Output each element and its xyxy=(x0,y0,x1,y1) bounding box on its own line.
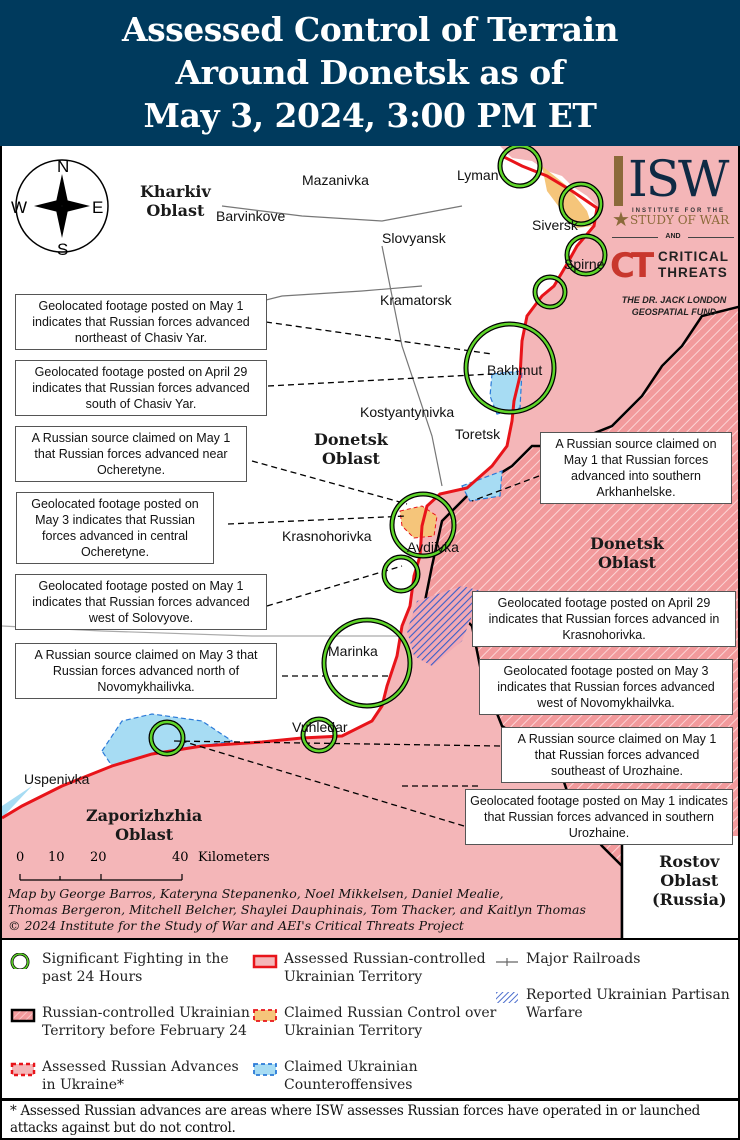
orange-dashed-icon xyxy=(253,1009,277,1022)
callout-leaders xyxy=(171,321,540,827)
title-line-2: Around Donetsk as of xyxy=(175,53,566,92)
partisan-warfare-area xyxy=(407,586,482,666)
place-spirne: Spirne xyxy=(564,256,605,272)
blue-hatched-icon xyxy=(496,992,518,1003)
isw-wordmark: ISW xyxy=(628,150,729,208)
svg-text:N: N xyxy=(57,157,69,176)
place-toretsk: Toretsk xyxy=(455,426,501,442)
star-icon: ★ xyxy=(612,209,630,231)
ct-logo-icon: CT xyxy=(610,246,654,286)
legend-item-fighting: Significant Fighting in the past 24 Hour… xyxy=(10,950,240,986)
place-lyman: Lyman xyxy=(457,167,499,183)
title-line-3: May 3, 2024, 3:00 PM ET xyxy=(143,96,597,135)
red-dashed-pink-icon xyxy=(10,1062,36,1077)
callout-chasiv-yar-northeast: Geolocated footage posted on May 1 indic… xyxy=(15,294,267,350)
callout-chasiv-yar-south: Geolocated footage posted on April 29 in… xyxy=(15,360,267,416)
isw-ct-logo: ISW ★ INSTITUTE FOR THE STUDY OF WAR AND… xyxy=(608,150,738,320)
place-bakhmut: Bakhmut xyxy=(487,362,543,378)
callout-krasnohorivka: Geolocated footage posted on April 29 in… xyxy=(472,591,736,647)
place-vuhledar: Vuhledar xyxy=(292,719,348,735)
svg-text:E: E xyxy=(92,198,103,217)
claimed-russian-area xyxy=(399,505,438,539)
svg-text:W: W xyxy=(11,198,27,217)
callout-novomykhailivka-north: A Russian source claimed on May 3 that R… xyxy=(15,643,277,699)
footnote: * Assessed Russian advances are areas wh… xyxy=(0,1100,740,1140)
place-uspenivka: Uspenivka xyxy=(24,771,90,787)
legend-item-claimed-russian: Claimed Russian Control over Ukrainian T… xyxy=(252,1004,502,1040)
legend-item-russian-advances: Assessed Russian Advances in Ukraine* xyxy=(10,1058,250,1094)
legend-item-russian-controlled: Assessed Russian-controlled Ukrainian Te… xyxy=(252,950,492,986)
map-title: Assessed Control of Terrain Around Donet… xyxy=(0,0,740,146)
callout-arkhanhelske: A Russian source claimed on May 1 that R… xyxy=(540,432,732,504)
isw-bar-icon xyxy=(614,156,623,206)
title-line-1: Assessed Control of Terrain xyxy=(121,10,619,49)
fighting-circles xyxy=(148,146,608,757)
place-siversk: Siversk xyxy=(532,217,578,233)
blue-dashed-icon xyxy=(253,1063,277,1076)
legend-item-ukrainian-counteroffensives: Claimed Ukrainian Counteroffensives xyxy=(252,1058,492,1094)
place-krasnohorivka: Krasnohorivka xyxy=(282,528,372,544)
callout-ocheretyne-central: Geolocated footage posted on May 3 indic… xyxy=(16,492,214,564)
map-legend: Significant Fighting in the past 24 Hour… xyxy=(0,940,740,1100)
callout-novomykhailvka-west: Geolocated footage posted on May 3 indic… xyxy=(479,659,733,715)
callout-solovyove-west: Geolocated footage posted on May 1 indic… xyxy=(15,574,267,630)
claimed-ukrainian-area xyxy=(101,713,234,767)
place-marinka: Marinka xyxy=(328,643,378,659)
legend-item-pre-feb-24: Russian-controlled Ukrainian Territory b… xyxy=(10,1004,250,1040)
callout-urozhaine-southern: Geolocated footage posted on May 1 indic… xyxy=(465,789,733,845)
claimed-ukrainian-area xyxy=(2,786,32,818)
front-line xyxy=(2,154,599,820)
scale-bar xyxy=(19,874,183,881)
map-area: N S E W ISW ★ INSTITUTE FOR THE STUDY OF… xyxy=(0,146,740,940)
hatched-black-outline-icon xyxy=(10,1008,36,1023)
place-mazanivka: Mazanivka xyxy=(302,172,369,188)
place-slovyansk: Slovyansk xyxy=(382,230,446,246)
svg-text:S: S xyxy=(57,240,68,256)
legend-item-partisan: Reported Ukrainian Partisan Warfare xyxy=(494,986,734,1022)
place-kramatorsk: Kramatorsk xyxy=(380,292,452,308)
red-outline-pink-fill-icon xyxy=(252,954,278,969)
callout-ocheretyne-near: A Russian source claimed on May 1 that R… xyxy=(15,426,247,482)
map-credits: Map by George Barros, Kateryna Stepanenk… xyxy=(8,886,586,933)
legend-item-railroads: Major Railroads xyxy=(494,950,734,969)
rostov-area xyxy=(622,836,738,938)
place-avdiivka: Avdiivka xyxy=(407,539,459,555)
green-circle-icon xyxy=(10,953,30,969)
callout-urozhaine-southeast: A Russian source claimed on May 1 that R… xyxy=(501,727,733,783)
compass-rose-icon: N S E W xyxy=(6,152,110,259)
railroad-icon xyxy=(496,958,518,966)
place-barvinkove: Barvinkove xyxy=(216,208,286,224)
place-kostyantynivka: Kostyantynivka xyxy=(360,404,455,420)
